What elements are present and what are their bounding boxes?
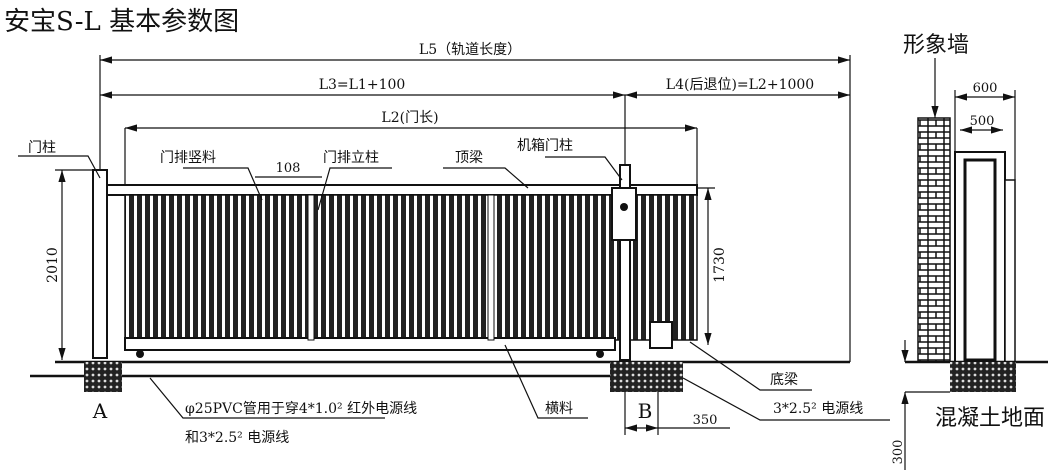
leader-line xyxy=(18,155,101,179)
bottom-beam-label: 底梁 xyxy=(770,372,798,388)
motor xyxy=(649,321,673,349)
l3-label: L3=L1+100 xyxy=(319,77,406,93)
depth-300-label: 300 xyxy=(891,440,906,465)
gate-post xyxy=(92,169,108,359)
machine-post-label: 机箱门柱 xyxy=(517,138,573,154)
brick-wall xyxy=(917,117,951,363)
concrete-ground-label: 混凝土地面 xyxy=(935,406,1045,431)
leader-line xyxy=(504,344,588,419)
height-2010-label: 2010 xyxy=(45,247,61,283)
l2-label: L2(门长) xyxy=(381,110,438,126)
top-rail xyxy=(106,184,698,196)
wheel xyxy=(136,350,144,358)
foundation-a xyxy=(84,362,122,392)
pvc-note-line2: 和3*2.5² 电源线 xyxy=(185,430,289,446)
gate-section xyxy=(954,151,1006,363)
leader-line xyxy=(545,156,623,181)
gate-upright xyxy=(487,194,495,341)
l5-label: L5（轨道长度） xyxy=(419,42,521,58)
bottom-rail xyxy=(124,337,616,351)
gate-section-inner xyxy=(963,158,997,362)
image-wall-label: 形象墙 xyxy=(903,33,969,58)
point-a-label: A xyxy=(92,399,108,423)
bar-spacing-label: 108 xyxy=(276,161,301,176)
lock-icon xyxy=(620,203,628,211)
vertical-bars-label: 门排竖料 xyxy=(160,150,216,166)
foundation-b xyxy=(610,362,683,392)
machine-post xyxy=(619,164,631,361)
width-600-label: 600 xyxy=(973,81,998,96)
leader-line xyxy=(317,167,392,211)
offset-350-label: 350 xyxy=(693,413,718,428)
cross-bar-label: 横料 xyxy=(545,401,573,417)
drawing-title: 安宝S-L 基本参数图 xyxy=(4,7,239,37)
machine-box xyxy=(611,187,637,241)
vertical-bars xyxy=(124,194,698,341)
gate-upright-label: 门排立柱 xyxy=(323,150,379,166)
leader-line xyxy=(443,167,529,189)
foundation-right xyxy=(950,362,1016,392)
top-beam-label: 顶梁 xyxy=(455,150,483,166)
leader-line xyxy=(183,167,263,201)
power-line-label: 3*2.5² 电源线 xyxy=(773,401,863,417)
leader-line xyxy=(689,341,812,391)
gate-upright xyxy=(307,194,315,341)
width-500-label: 500 xyxy=(970,114,995,129)
gate-section-side xyxy=(1004,179,1016,363)
wheel xyxy=(596,350,604,358)
height-1730-label: 1730 xyxy=(712,247,728,283)
pvc-note-line1: φ25PVC管用于穿4*1.0² 红外电源线 xyxy=(185,401,417,417)
gate-post-label: 门柱 xyxy=(28,140,56,156)
l4-label: L4(后退位)=L2+1000 xyxy=(666,77,814,93)
point-b-label: B xyxy=(638,399,653,423)
leader-line xyxy=(682,377,890,421)
leader-line xyxy=(149,377,385,419)
